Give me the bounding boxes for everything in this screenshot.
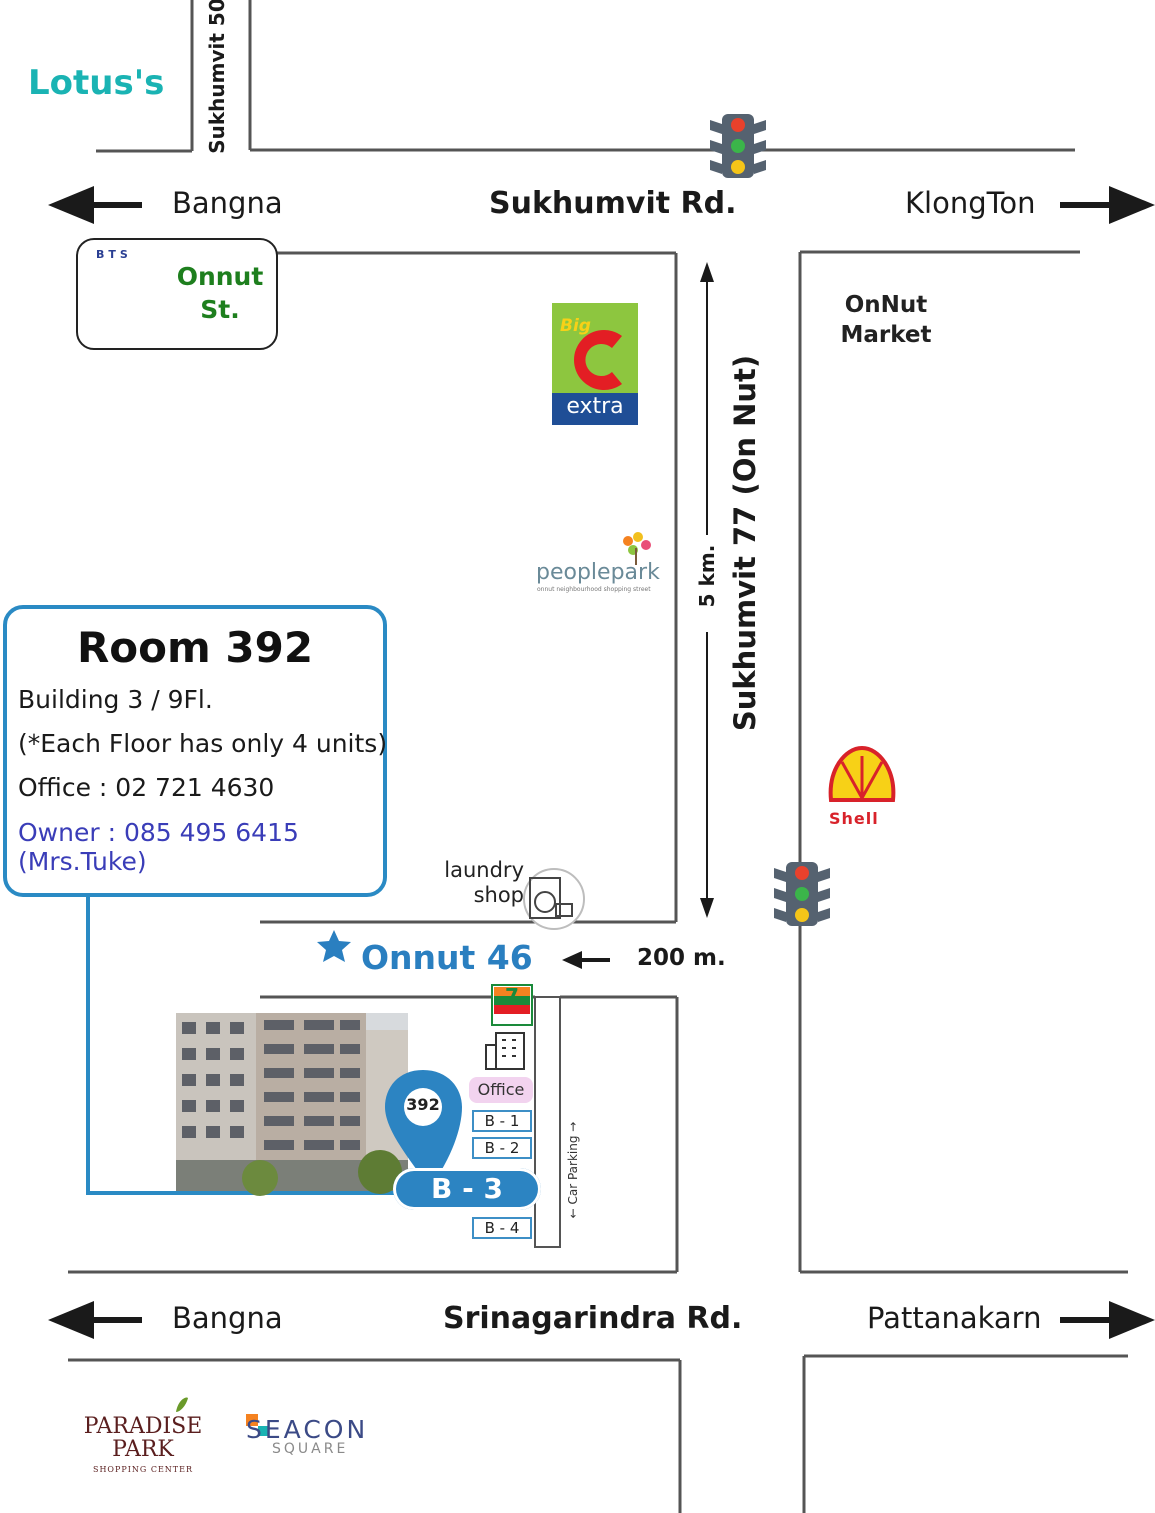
office-phone-text: Office : 02 721 4630 [18,773,275,802]
parking-lane [534,996,561,1248]
svg-text:7: 7 [505,984,519,1008]
bigc-logo-letter: C [596,332,597,333]
building-floor-text: Building 3 / 9Fl. [18,685,213,714]
road-label-sukhumvit-77: Sukhumvit 77 (On Nut) [728,354,762,732]
direction-label-klongton: KlongTon [905,186,1036,220]
room-title: Room 392 [76,623,314,672]
building-b1-label: B - 1 [472,1110,532,1132]
laundry-shop-label: laundry shop [444,858,524,907]
floor-note-text: (*Each Floor has only 4 units) [18,729,388,758]
building-b4-label: B - 4 [472,1217,532,1239]
owner-phone-text: Owner : 085 495 6415 [18,818,299,847]
direction-label-bangna-top: Bangna [172,186,283,220]
distance-label-5km: 5 km. [695,544,719,608]
seacon-logo-line2: SQUARE [272,1441,349,1457]
shell-logo-text: Shell [829,809,879,828]
car-parking-text: Car Parking [566,1135,580,1205]
building-b3-highlight: B - 3 [393,1168,541,1210]
direction-label-bangna-bottom: Bangna [172,1301,283,1335]
seven-eleven-logo: 7 [491,984,533,1026]
bts-station-badge: BTS Onnut St. [76,238,278,350]
star-icon [317,930,351,962]
office-building-icon [485,1032,525,1070]
paradise-logo-line3: SHOPPING CENTER [92,1465,194,1474]
building-photo [176,1013,408,1196]
seacon-logo-line1: SEACON [246,1415,369,1444]
traffic-light-icon [710,114,766,178]
direction-label-pattanakarn: Pattanakarn [867,1301,1042,1335]
paradise-logo-line2: PARK [112,1437,174,1462]
peoplepark-tree-icon [623,532,651,565]
direction-arrows [48,186,1155,1339]
owner-name-text: (Mrs.Tuke) [18,847,147,876]
paradise-logo-line1: PARADISE [83,1414,203,1439]
paradise-leaf-icon [176,1397,188,1412]
traffic-light-icon [774,862,830,926]
location-pin-icon [385,1070,462,1188]
seven-eleven-logo-text: 7 ELEVEN [498,1014,526,1020]
road-label-srinagarindra: Srinagarindra Rd. [443,1301,743,1336]
route-line [86,897,400,1195]
onnut-market-label: OnNut Market [840,292,932,348]
seacon-logo-icon [246,1414,268,1436]
road-lines [68,0,1128,1513]
peoplepark-logo-text: peoplepark [536,560,660,585]
road-label-onnut-46: Onnut 46 [361,938,533,977]
pin-room-number: 392 [406,1095,440,1114]
shell-logo [828,745,896,802]
building-b2-label: B - 2 [472,1137,532,1159]
seacon-square-logo: SEACON SQUARE [246,1415,369,1457]
washing-machine-icon [523,868,585,930]
office-tag: Office [469,1077,533,1103]
bts-logo-text: BTS [96,248,132,261]
bts-station-name: Onnut St. [176,262,264,324]
lotus-logo: Lotus's [28,63,164,103]
distance-label-200m: 200 m. [637,945,726,971]
bigc-logo-bottom: extra [566,394,624,419]
paradise-park-logo: PARADISE PARK SHOPPING CENTER [78,1414,208,1475]
road-label-sukhumvit-50: Sukhumvit 50 [205,0,229,154]
bigc-logo [552,303,638,425]
room-info-card: Room 392 Building 3 / 9Fl. (*Each Floor … [3,605,387,897]
bigc-logo-top: Big [560,316,591,336]
peoplepark-logo-subtitle: onnut neighbourhood shopping street [537,586,651,593]
road-label-sukhumvit: Sukhumvit Rd. [489,186,737,221]
peoplepark-logo: peoplepark onnut neighbourhood shopping … [536,560,660,593]
car-parking-label: ← Car Parking → [566,1121,580,1219]
lotus-logo-text: Lotus's [28,63,165,103]
